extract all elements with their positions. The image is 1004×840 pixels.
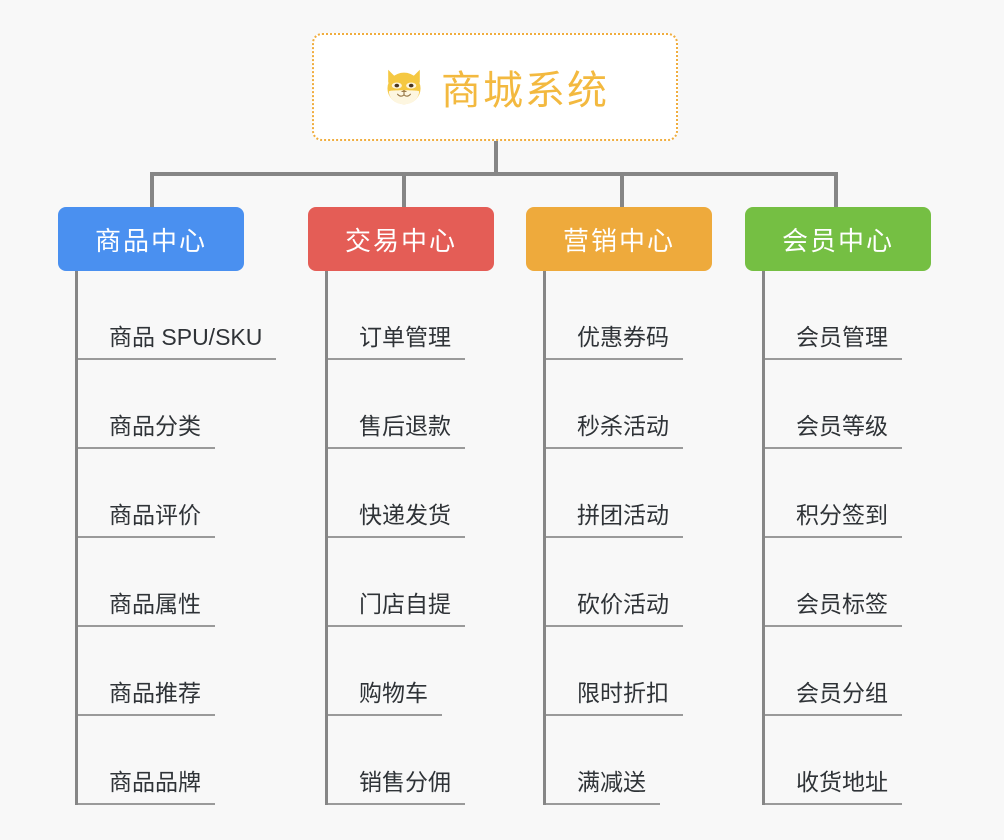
list-item[interactable]: 商品品牌: [78, 716, 244, 805]
branch-header-label: 交易中心: [344, 225, 457, 256]
list-item[interactable]: 快递发货: [328, 449, 494, 538]
list-item[interactable]: 会员等级: [765, 360, 931, 449]
list-item-label: 会员分组: [765, 674, 902, 716]
list-item-label: 购物车: [328, 674, 442, 716]
list-item[interactable]: 商品属性: [78, 538, 244, 627]
branch-header-4[interactable]: 会员中心: [745, 207, 931, 271]
list-item-label: 砍价活动: [546, 585, 683, 627]
list-item[interactable]: 售后退款: [328, 360, 494, 449]
list-item[interactable]: 优惠券码: [546, 271, 712, 360]
list-item-label: 商品评价: [78, 496, 215, 538]
branch-column-3: 营销中心 优惠券码 秒杀活动 拼团活动 砍价活动 限时折扣 满减送: [526, 207, 712, 805]
list-item[interactable]: 限时折扣: [546, 627, 712, 716]
branch-header-1[interactable]: 商品中心: [58, 207, 244, 271]
list-item[interactable]: 门店自提: [328, 538, 494, 627]
dog-face-icon: [381, 64, 427, 110]
list-item-label: 商品 SPU/SKU: [78, 318, 277, 360]
branch-items-4: 会员管理 会员等级 积分签到 会员标签 会员分组 收货地址: [762, 271, 931, 805]
list-item-label: 商品分类: [78, 407, 215, 449]
list-item-label: 优惠券码: [546, 318, 683, 360]
list-item-label: 积分签到: [765, 496, 902, 538]
branch-column-1: 商品中心 商品 SPU/SKU 商品分类 商品评价 商品属性 商品推荐 商品品牌: [58, 207, 277, 805]
branch-items-2: 订单管理 售后退款 快递发货 门店自提 购物车 销售分佣: [325, 271, 494, 805]
connector-bus: [150, 172, 838, 176]
list-item[interactable]: 购物车: [328, 627, 494, 716]
branch-items-1: 商品 SPU/SKU 商品分类 商品评价 商品属性 商品推荐 商品品牌: [75, 271, 277, 805]
branch-column-4: 会员中心 会员管理 会员等级 积分签到 会员标签 会员分组 收货地址: [745, 207, 931, 805]
list-item[interactable]: 收货地址: [765, 716, 931, 805]
list-item-label: 商品品牌: [78, 763, 215, 805]
list-item[interactable]: 销售分佣: [328, 716, 494, 805]
list-item-label: 会员标签: [765, 585, 902, 627]
list-item-label: 订单管理: [328, 318, 465, 360]
list-item-label: 限时折扣: [546, 674, 683, 716]
list-item-label: 会员等级: [765, 407, 902, 449]
list-item-label: 售后退款: [328, 407, 465, 449]
branch-header-label: 商品中心: [94, 225, 207, 256]
connector-drop-3: [620, 172, 624, 209]
branch-header-label: 营销中心: [562, 225, 675, 256]
list-item[interactable]: 商品分类: [78, 360, 244, 449]
list-item-label: 快递发货: [328, 496, 465, 538]
list-item-label: 门店自提: [328, 585, 465, 627]
branch-header-3[interactable]: 营销中心: [526, 207, 712, 271]
root-title: 商城系统: [441, 69, 609, 113]
list-item-label: 拼团活动: [546, 496, 683, 538]
branch-header-2[interactable]: 交易中心: [308, 207, 494, 271]
list-item[interactable]: 砍价活动: [546, 538, 712, 627]
list-item-label: 商品属性: [78, 585, 215, 627]
list-item[interactable]: 会员管理: [765, 271, 931, 360]
list-item-label: 收货地址: [765, 763, 902, 805]
list-item[interactable]: 会员分组: [765, 627, 931, 716]
connector-drop-1: [150, 172, 154, 209]
list-item[interactable]: 订单管理: [328, 271, 494, 360]
list-item[interactable]: 商品评价: [78, 449, 244, 538]
list-item[interactable]: 满减送: [546, 716, 712, 805]
list-item[interactable]: 秒杀活动: [546, 360, 712, 449]
list-item[interactable]: 会员标签: [765, 538, 931, 627]
root-node[interactable]: 商城系统: [312, 33, 678, 141]
list-item-label: 销售分佣: [328, 763, 465, 805]
list-item-label: 商品推荐: [78, 674, 215, 716]
list-item[interactable]: 商品推荐: [78, 627, 244, 716]
branch-header-label: 会员中心: [781, 225, 894, 256]
list-item-label: 会员管理: [765, 318, 902, 360]
list-item-label: 秒杀活动: [546, 407, 683, 449]
list-item[interactable]: 商品 SPU/SKU: [78, 271, 277, 360]
connector-drop-4: [834, 172, 838, 209]
connector-stem: [494, 141, 498, 174]
list-item-label: 满减送: [546, 763, 660, 805]
connector-drop-2: [402, 172, 406, 209]
list-item[interactable]: 积分签到: [765, 449, 931, 538]
branch-items-3: 优惠券码 秒杀活动 拼团活动 砍价活动 限时折扣 满减送: [543, 271, 712, 805]
branch-column-2: 交易中心 订单管理 售后退款 快递发货 门店自提 购物车 销售分佣: [308, 207, 494, 805]
list-item[interactable]: 拼团活动: [546, 449, 712, 538]
